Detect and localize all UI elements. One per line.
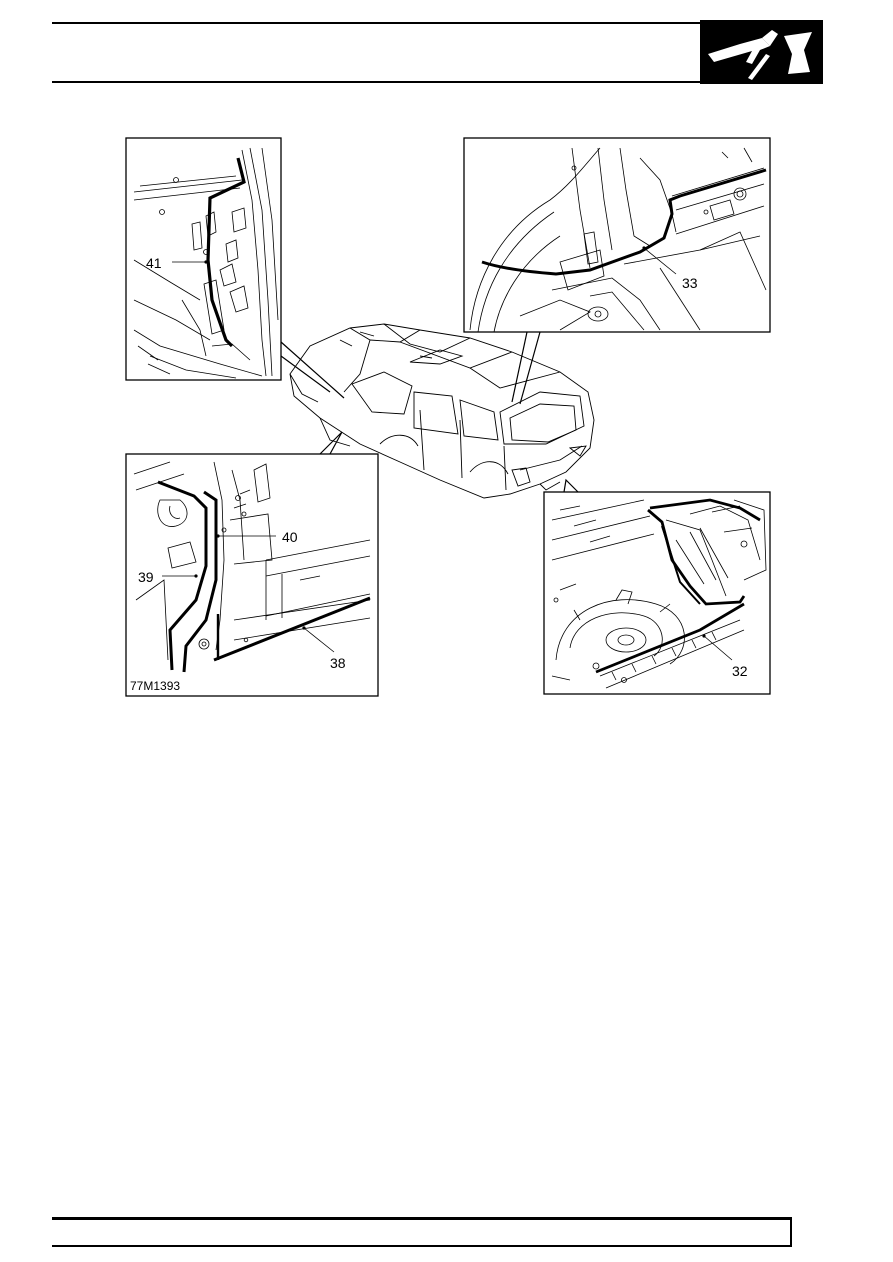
callout-41: 41 [146, 255, 162, 271]
inset-bottom-left: 40 39 38 77M1393 [125, 453, 379, 697]
callout-33: 33 [682, 275, 698, 291]
inset-leader-lines [280, 331, 579, 493]
callout-40: 40 [282, 529, 298, 545]
callout-38: 38 [330, 655, 346, 671]
inset-top-right: 33 [463, 137, 771, 333]
figure-reference-code: 77M1393 [130, 679, 180, 693]
vehicle-body-shell [289, 323, 595, 499]
inset-top-left: 41 [125, 137, 282, 381]
header-rule-top [52, 22, 702, 24]
header-rule-bottom [52, 81, 702, 83]
section-badge [700, 20, 823, 84]
callout-32: 32 [732, 663, 748, 679]
footer-bar [52, 1217, 792, 1247]
body-repair-hammer-icon [708, 30, 812, 80]
callout-39: 39 [138, 569, 154, 585]
inset-bottom-right: 32 [543, 491, 771, 695]
